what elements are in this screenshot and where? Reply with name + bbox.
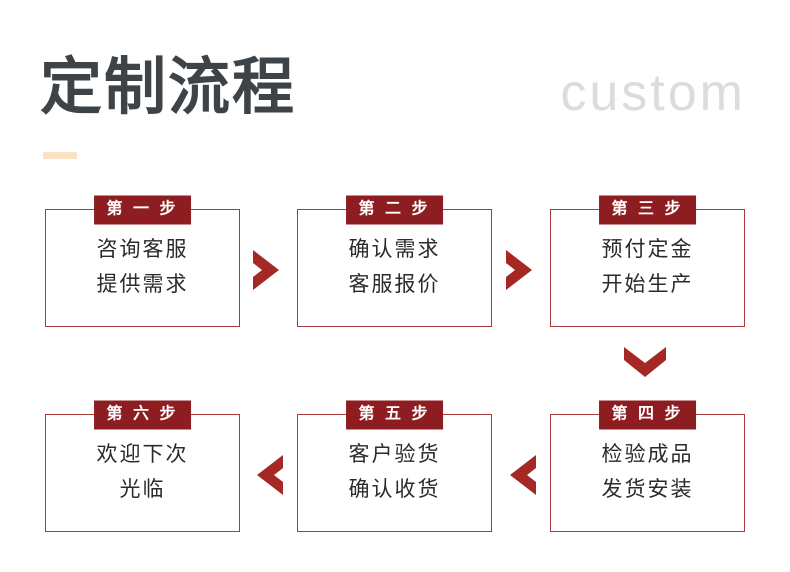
step-badge-3: 第 三 步 bbox=[598, 195, 697, 225]
step-text-4-line2: 发货安装 bbox=[601, 478, 694, 501]
step-text-2-line2: 客服报价 bbox=[348, 273, 441, 296]
step-text-2: 确认需求 客服报价 bbox=[298, 232, 491, 302]
step-text-1: 咨询客服 提供需求 bbox=[46, 232, 239, 302]
step-box-6[interactable]: 第 六 步 欢迎下次 光临 bbox=[45, 400, 240, 532]
step-box-4[interactable]: 第 四 步 检验成品 发货安装 bbox=[550, 400, 745, 532]
step-badge-4: 第 四 步 bbox=[598, 400, 697, 430]
chevron-right-icon bbox=[502, 248, 540, 292]
chevron-down-icon bbox=[622, 344, 668, 380]
step-box-3[interactable]: 第 三 步 预付定金 开始生产 bbox=[550, 195, 745, 327]
page-subtitle: custom bbox=[560, 64, 746, 122]
step-box-5[interactable]: 第 五 步 客户验货 确认收货 bbox=[297, 400, 492, 532]
step-text-3-line2: 开始生产 bbox=[601, 273, 694, 296]
step-text-3-line1: 预付定金 bbox=[601, 238, 694, 261]
step-text-1-line2: 提供需求 bbox=[96, 273, 189, 296]
flow-row-top: 第 一 步 咨询客服 提供需求 第 二 步 确认需求 客服报价 第 三 步 bbox=[0, 195, 790, 331]
page-title: 定制流程 bbox=[40, 53, 297, 122]
chevron-right-icon bbox=[249, 248, 287, 292]
step-box-2[interactable]: 第 二 步 确认需求 客服报价 bbox=[297, 195, 492, 327]
step-text-4: 检验成品 发货安装 bbox=[551, 437, 744, 507]
step-text-3: 预付定金 开始生产 bbox=[551, 232, 744, 302]
step-text-6: 欢迎下次 光临 bbox=[46, 437, 239, 507]
step-text-5-line2: 确认收货 bbox=[348, 478, 441, 501]
step-box-1[interactable]: 第 一 步 咨询客服 提供需求 bbox=[45, 195, 240, 327]
flow-row-bottom: 第 六 步 欢迎下次 光临 第 五 步 客户验货 确认收货 第 四 步 bbox=[0, 400, 790, 536]
step-badge-2: 第 二 步 bbox=[345, 195, 444, 225]
step-text-5-line1: 客户验货 bbox=[348, 443, 441, 466]
step-text-6-line1: 欢迎下次 bbox=[96, 443, 189, 466]
page-header: 定制流程 custom bbox=[0, 0, 790, 185]
step-text-2-line1: 确认需求 bbox=[348, 238, 441, 261]
step-badge-1: 第 一 步 bbox=[93, 195, 192, 225]
chevron-left-icon bbox=[502, 453, 540, 497]
step-text-5: 客户验货 确认收货 bbox=[298, 437, 491, 507]
chevron-left-icon bbox=[249, 453, 287, 497]
step-text-6-line2: 光临 bbox=[119, 478, 166, 501]
title-accent-underline bbox=[43, 152, 77, 159]
step-text-1-line1: 咨询客服 bbox=[96, 238, 189, 261]
step-badge-5: 第 五 步 bbox=[345, 400, 444, 430]
step-text-4-line1: 检验成品 bbox=[601, 443, 694, 466]
step-badge-6: 第 六 步 bbox=[93, 400, 192, 430]
